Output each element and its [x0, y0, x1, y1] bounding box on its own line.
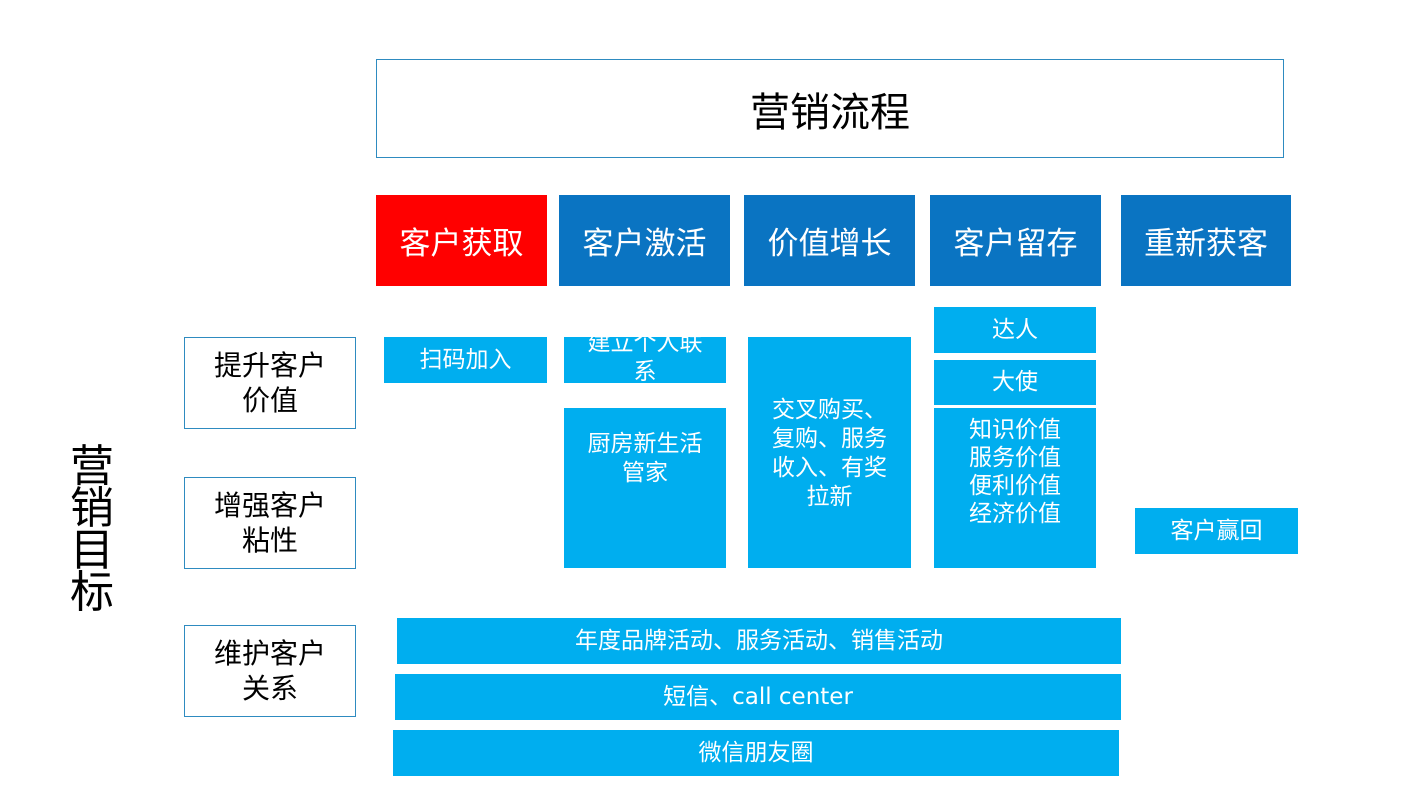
cell-annual-events: 年度品牌活动、服务活动、销售活动 [397, 618, 1121, 664]
cell-personal-contact-text: 建立个人联 系 [587, 337, 703, 383]
cell-personal-contact: 建立个人联 系 [564, 337, 726, 383]
cell-scan-join: 扫码加入 [384, 337, 547, 383]
stage-customer-activation: 客户激活 [559, 195, 730, 286]
cell-kitchen-butler: 厨房新生活 管家 [564, 408, 726, 568]
cell-value-types: 知识价值 服务价值 便利价值 经济价值 [934, 408, 1096, 568]
cell-expert: 达人 [934, 307, 1096, 353]
marketing-goals-label: 营 销 目 标 [62, 445, 122, 615]
side-label-char: 标 [70, 567, 114, 618]
stage-customer-retention: 客户留存 [930, 195, 1101, 286]
stage-reacquisition: 重新获客 [1121, 195, 1291, 286]
cell-wechat-moments: 微信朋友圈 [393, 730, 1119, 776]
side-label-char: 销 [70, 483, 114, 534]
cell-cross-sell: 交叉购买、 复购、服务 收入、有奖 拉新 [748, 337, 911, 568]
cell-win-back: 客户赢回 [1135, 508, 1298, 554]
goal-strengthen-stickiness: 增强客户 粘性 [184, 477, 356, 569]
stage-value-growth: 价值增长 [744, 195, 915, 286]
cell-ambassador: 大使 [934, 360, 1096, 405]
goal-enhance-value: 提升客户 价值 [184, 337, 356, 429]
side-label-char: 目 [70, 525, 114, 576]
diagram-title: 营销流程 [376, 59, 1284, 158]
goal-maintain-relationship: 维护客户 关系 [184, 625, 356, 717]
side-label-char: 营 [70, 441, 114, 492]
stage-customer-acquisition: 客户获取 [376, 195, 547, 286]
cell-sms-call-center: 短信、call center [395, 674, 1121, 720]
